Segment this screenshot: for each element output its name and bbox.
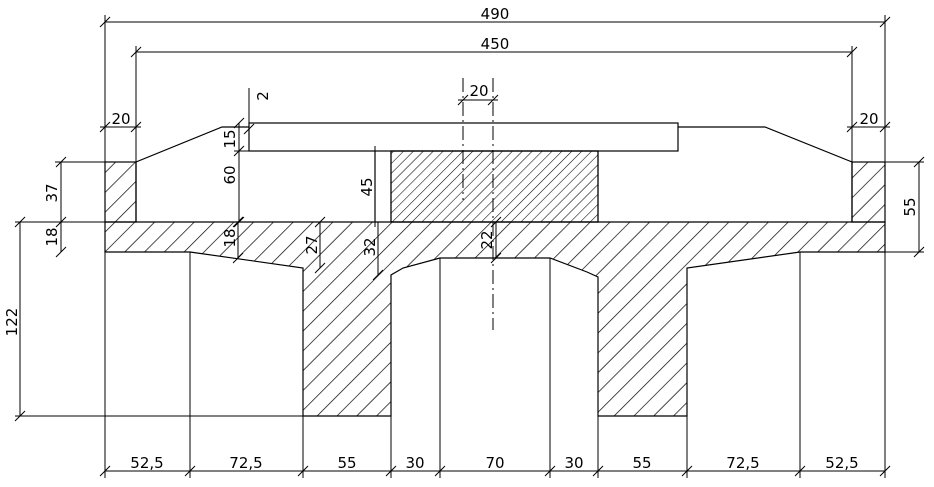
dim-block-height: 45 [358, 177, 376, 196]
dim-haunch-a: 27 [303, 235, 321, 254]
dim-bottom-8: 72,5 [726, 454, 759, 472]
dim-bottom-5: 70 [485, 454, 504, 472]
dim-bottom-9: 52,5 [825, 454, 858, 472]
dim-bottom-6: 30 [564, 454, 583, 472]
dim-slab-inner: 18 [221, 228, 239, 247]
dim-bottom-1: 52,5 [130, 454, 163, 472]
dim-bottom-4: 30 [405, 454, 424, 472]
dim-slab-thickness: 18 [43, 227, 61, 246]
dim-kerb-height: 37 [43, 183, 61, 202]
dim-bottom-7: 55 [632, 454, 651, 472]
dim-haunch-b: 32 [361, 237, 379, 256]
dim-girder-depth: 122 [3, 308, 21, 337]
center-block [390, 150, 599, 223]
deck-slab-hatched [104, 221, 886, 417]
dim-overall-width: 490 [481, 5, 510, 23]
dimension-labels: 490 450 20 20 20 2 15 60 37 18 122 45 18… [3, 5, 919, 472]
dim-bottom-2: 72,5 [229, 454, 262, 472]
dim-top-slab: 15 [221, 129, 239, 148]
left-kerb [104, 161, 137, 223]
dim-slot-width: 20 [469, 82, 488, 100]
dim-upper-height: 60 [221, 165, 239, 184]
dim-right-edge: 20 [859, 110, 878, 128]
dim-left-edge: 20 [111, 110, 130, 128]
dimension-lines [14, 15, 925, 478]
dim-bottom-3: 55 [337, 454, 356, 472]
dim-small-gap: 2 [254, 91, 272, 101]
right-kerb [851, 161, 886, 223]
dim-inner-width: 450 [481, 35, 510, 53]
dim-center-thickness: 22 [478, 230, 496, 249]
dim-right-height: 55 [901, 197, 919, 216]
